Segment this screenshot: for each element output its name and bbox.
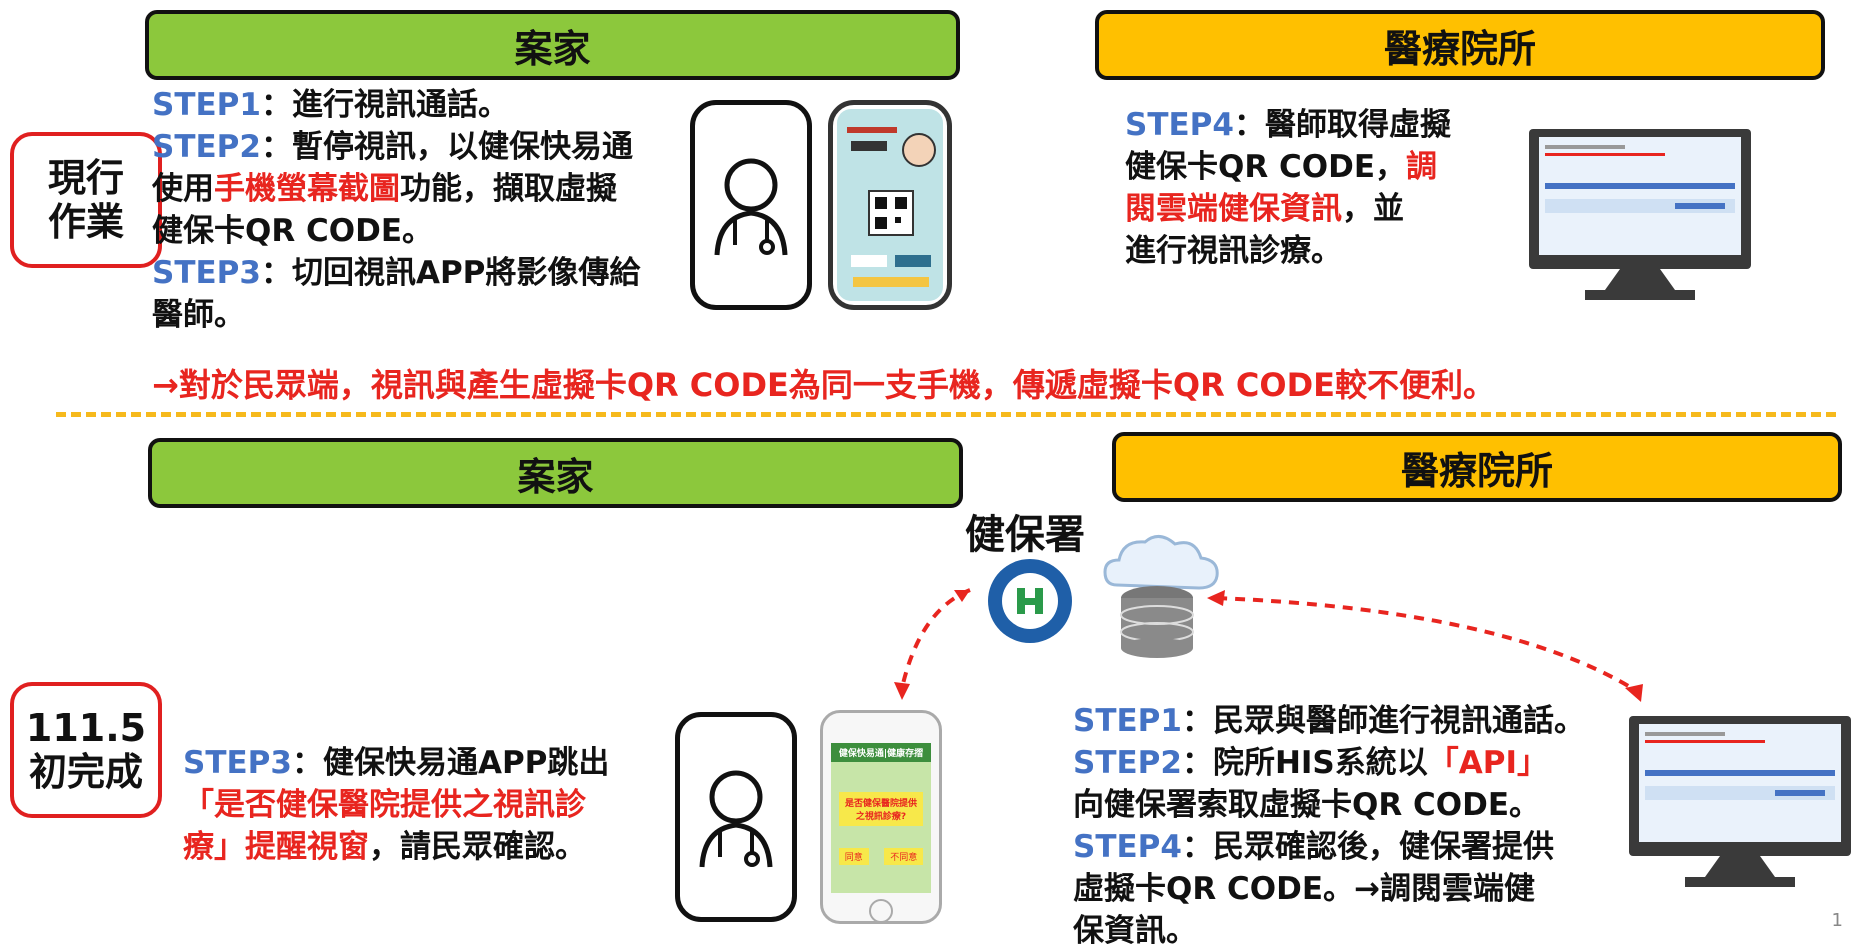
bottom-right-steps: STEP1：民眾與醫師進行視訊通話。 STEP2：院所HIS系統以「API」 向… <box>1073 700 1633 952</box>
popup-title: 健保快易通|健康存摺 <box>831 743 931 762</box>
bottom-household-header: 案家 <box>148 438 963 508</box>
nhi-logo-icon <box>988 559 1072 643</box>
page-number: 1 <box>1831 910 1843 931</box>
top-household-header: 案家 <box>145 10 960 80</box>
current-operation-label: 現行 作業 <box>10 132 162 268</box>
top-monitor-icon <box>1529 129 1751 300</box>
step-line: 向健保署索取虛擬卡QR CODE。 <box>1073 787 1541 823</box>
step-line: STEP3：健保快易通APP跳出 <box>183 745 610 781</box>
nhi-to-phone-arrow <box>894 588 971 700</box>
top-note: →對於民眾端，視訊與產生虛擬卡QR CODE為同一支手機，傳遞虛擬卡QR COD… <box>152 366 1496 404</box>
step-line: 使用手機螢幕截圖功能，擷取虛擬 <box>152 171 617 207</box>
home-button-icon <box>869 899 893 923</box>
step-line: 療」提醒視窗，請民眾確認。 <box>183 829 586 865</box>
bottom-medical-header: 醫療院所 <box>1112 432 1842 502</box>
step-line: STEP1：進行視訊通話。 <box>152 87 509 123</box>
bottom-monitor-icon <box>1629 716 1851 887</box>
step-line: STEP1：民眾與醫師進行視訊通話。 <box>1073 703 1585 739</box>
bottom-doctor-phone <box>675 712 797 922</box>
top-medical-header: 醫療院所 <box>1095 10 1825 80</box>
step-line: STEP2：暫停視訊，以健保快易通 <box>152 129 633 165</box>
bottom-left-steps: STEP3：健保快易通APP跳出 「是否健保醫院提供之視訊診 療」提醒視窗，請民… <box>183 742 663 868</box>
step-line: 保資訊。 <box>1073 913 1197 949</box>
step-line: 健保卡QR CODE，調 <box>1125 149 1438 185</box>
popup-no-button[interactable]: 不同意 <box>884 848 924 865</box>
nhi-card-phone <box>828 100 952 310</box>
top-right-steps: STEP4：醫師取得虛擬 健保卡QR CODE，調 閱雲端健保資訊，並 進行視訊… <box>1125 104 1495 272</box>
step-line: 「是否健保醫院提供之視訊診 <box>183 787 586 823</box>
step-line: STEP2：院所HIS系統以「API」 <box>1073 745 1549 781</box>
top-left-steps: STEP1：進行視訊通話。 STEP2：暫停視訊，以健保快易通 使用手機螢幕截圖… <box>152 84 692 336</box>
doctor-phone <box>690 100 812 310</box>
popup-yes-button[interactable]: 同意 <box>838 848 869 865</box>
popup-screen: 健保快易通|健康存摺 是否健保醫院提供之視訊診療? 同意 不同意 <box>831 743 931 893</box>
completion-label: 111.5 初完成 <box>10 682 162 818</box>
step-line: STEP4：醫師取得虛擬 <box>1125 107 1451 143</box>
step-line: 醫師。 <box>152 297 245 333</box>
popup-question: 是否健保醫院提供之視訊診療? <box>839 792 923 826</box>
cloud-to-hospital-arrow <box>1207 590 1643 702</box>
step-line: 進行視訊診療。 <box>1125 233 1342 269</box>
step-line: 虛擬卡QR CODE。→調閱雲端健 <box>1073 871 1536 907</box>
cloud-database-icon <box>1103 535 1219 658</box>
popup-phone: 健保快易通|健康存摺 是否健保醫院提供之視訊診療? 同意 不同意 <box>820 710 942 924</box>
bottom-doctor-icon <box>699 770 773 868</box>
step-line: STEP3：切回視訊APP將影像傳給 <box>152 255 641 291</box>
nhi-label: 健保署 <box>965 512 1085 558</box>
step-line: STEP4：民眾確認後，健保署提供 <box>1073 829 1554 865</box>
doctor-icon <box>714 158 788 256</box>
step-line: 健保卡QR CODE。 <box>152 213 434 249</box>
virtual-card-qr-icon <box>837 109 943 301</box>
section-divider <box>56 412 1836 417</box>
step-line: 閱雲端健保資訊，並 <box>1125 191 1404 227</box>
